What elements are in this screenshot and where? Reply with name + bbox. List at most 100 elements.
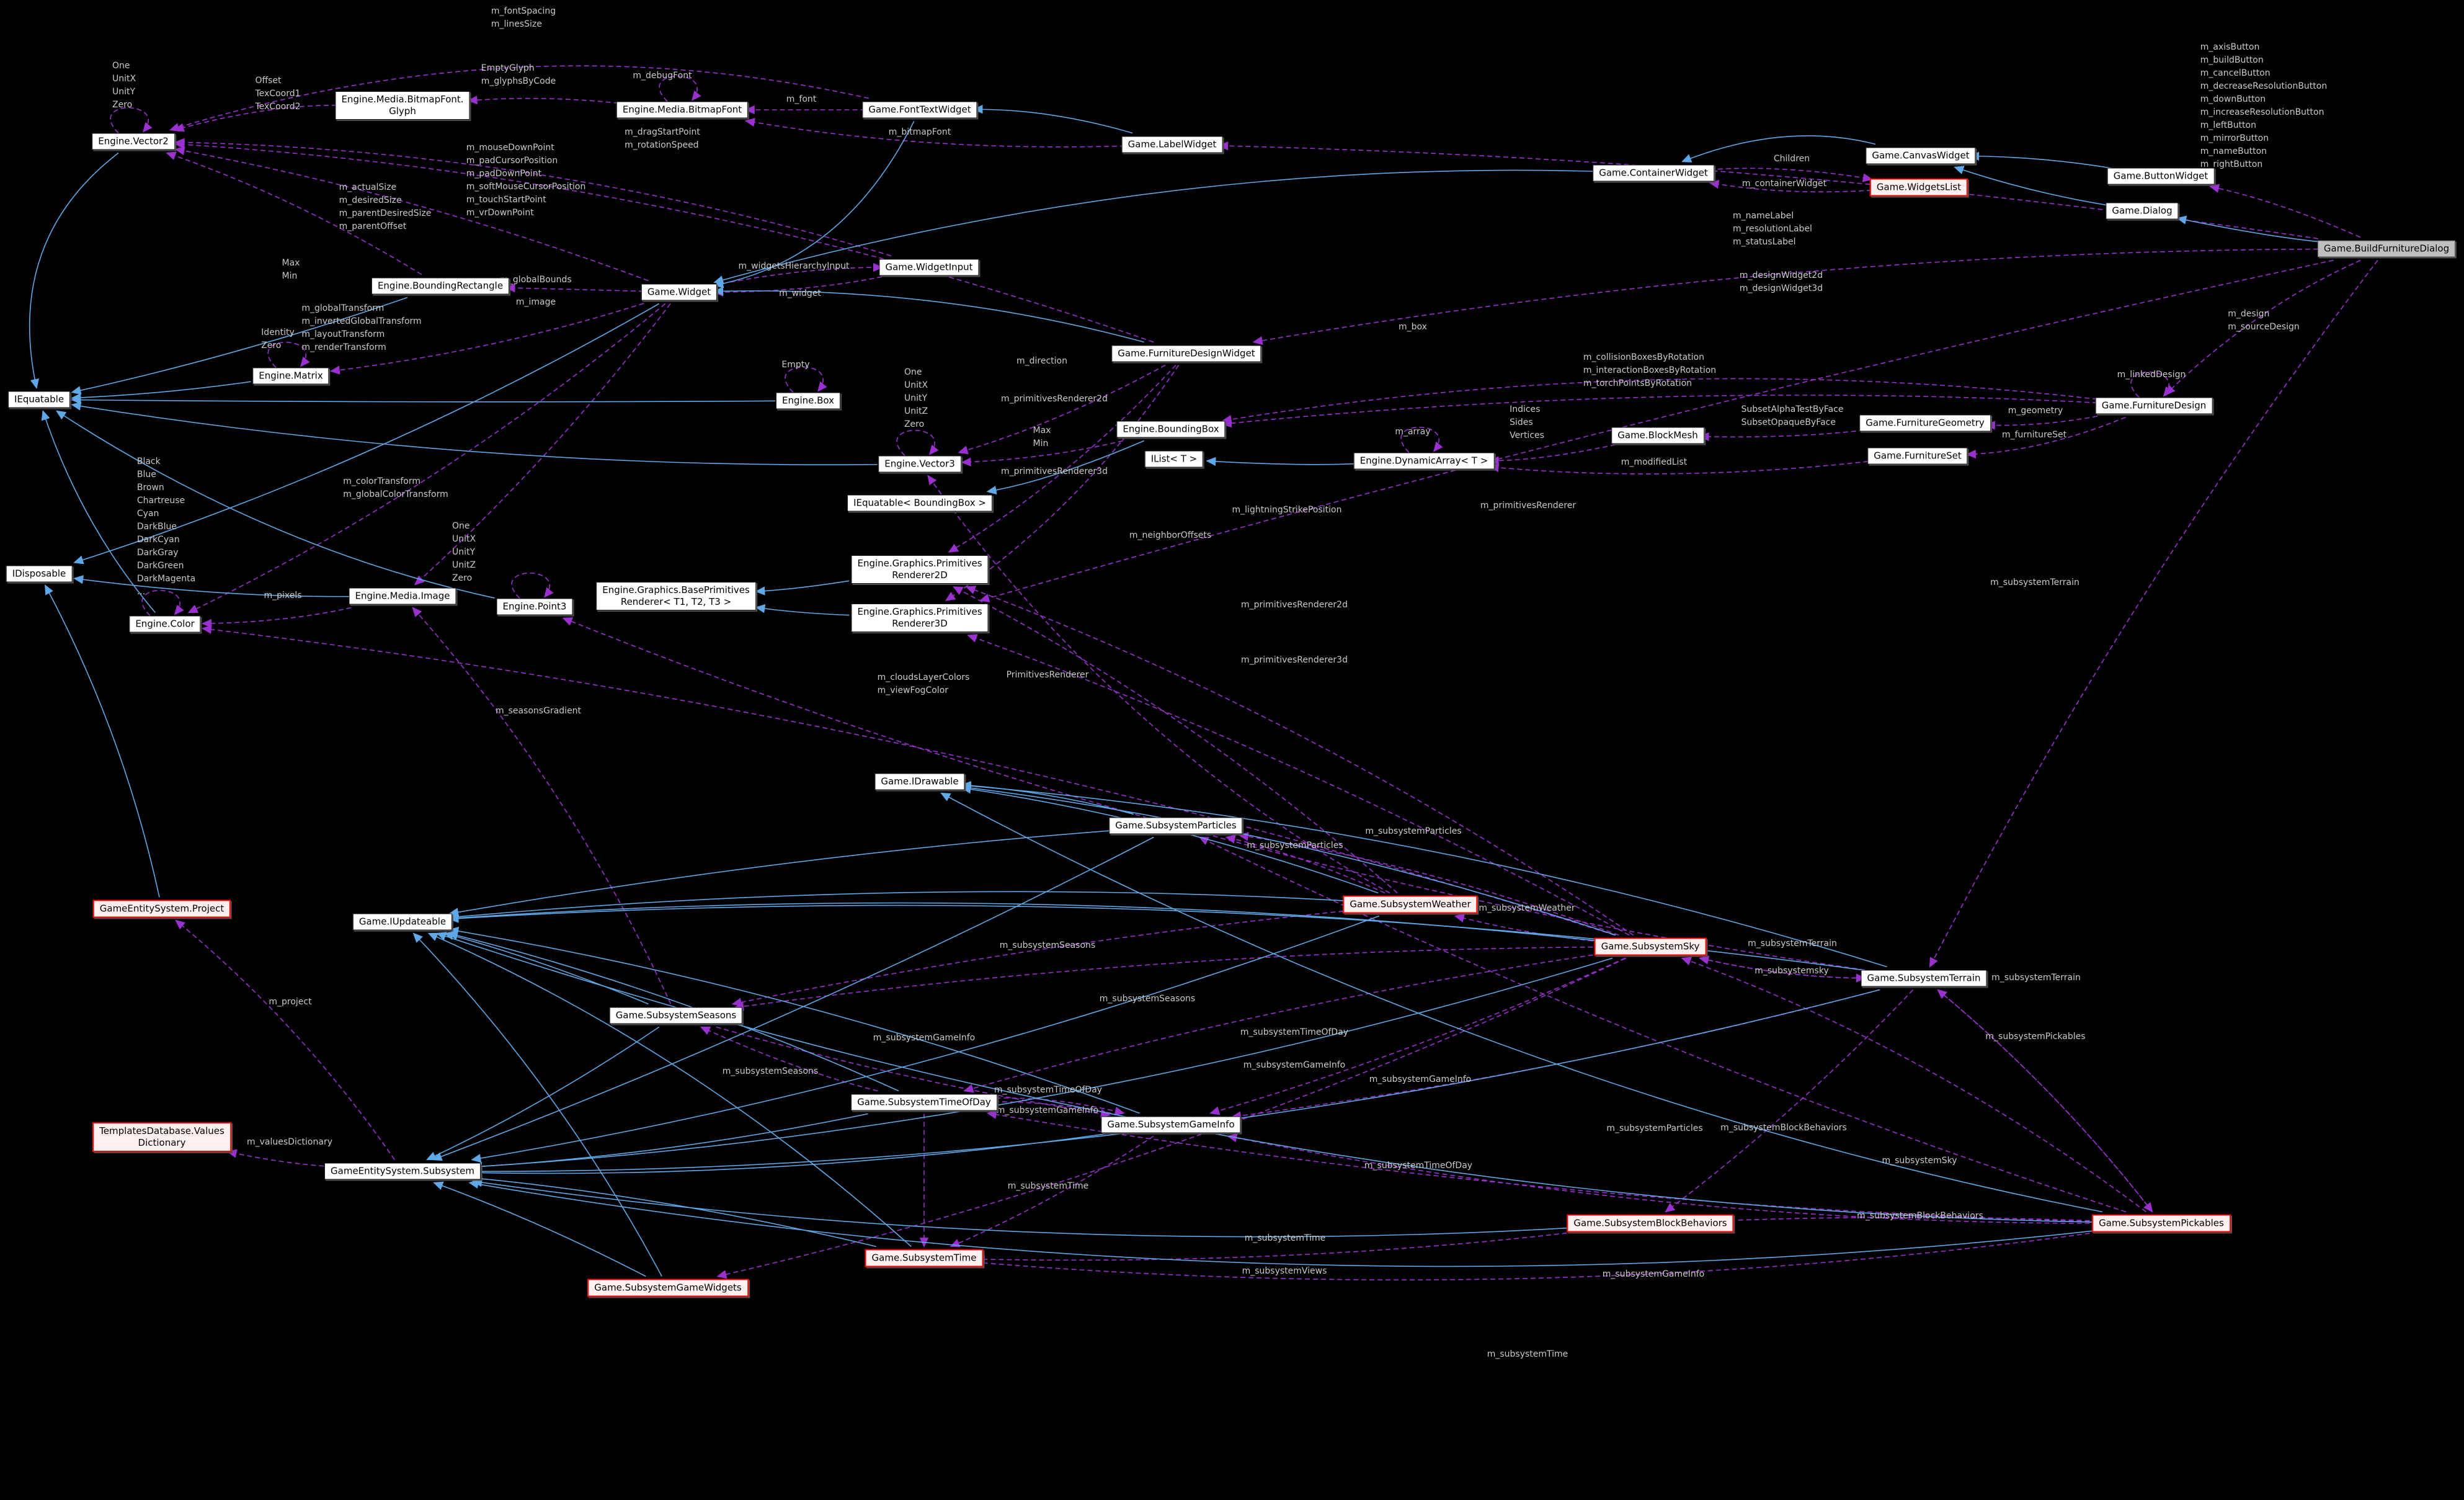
class-node-label: Game.IDrawable: [881, 775, 959, 787]
class-node-image[interactable]: Engine.Media.Image: [349, 587, 456, 605]
class-node-weather[interactable]: Game.SubsystemWeather: [1343, 895, 1478, 914]
class-node-idrawable[interactable]: Game.IDrawable: [874, 773, 965, 790]
class-node-furnituregeometry[interactable]: Game.FurnitureGeometry: [1859, 414, 1991, 432]
class-node-label: Engine.Media.Image: [355, 590, 450, 602]
class-node-buildfurnituredialog[interactable]: Game.BuildFurnitureDialog: [2317, 240, 2456, 257]
self-usage-edge: [511, 573, 554, 599]
usage-edge: [965, 586, 1634, 936]
class-node-furnituredesignwidget[interactable]: Game.FurnitureDesignWidget: [1111, 345, 1261, 362]
class-node-point3[interactable]: Engine.Point3: [496, 598, 573, 615]
edge-label: m_subsystemGameInfo: [1602, 1269, 1705, 1279]
usage-edge: [202, 625, 1615, 936]
class-node-containerwidget[interactable]: Game.ContainerWidget: [1593, 164, 1714, 182]
class-node-project[interactable]: GameEntitySystem.Project: [92, 900, 231, 918]
usage-edge: [202, 607, 352, 628]
edge-label: PrimitivesRenderer: [1006, 670, 1089, 680]
edge-label: Offset TexCoord1 TexCoord2: [255, 76, 301, 112]
usage-edge: [987, 1097, 1125, 1116]
inheritance-edge: [755, 604, 850, 616]
class-node-label: Game.FurnitureDesignWidget: [1118, 347, 1255, 359]
class-node-furnituredesign[interactable]: Game.FurnitureDesign: [2095, 397, 2213, 414]
class-node-ilist[interactable]: IList< T >: [1144, 450, 1204, 468]
class-node-label: Game.WidgetsList: [1876, 181, 1962, 193]
class-node-fonttextwidget[interactable]: Game.FontTextWidget: [862, 101, 977, 118]
class-node-label: Engine.Box: [781, 395, 835, 406]
class-node-furnitureset[interactable]: Game.FurnitureSet: [1867, 447, 1968, 465]
inheritance-edge: [471, 915, 1380, 1163]
usage-edge: [1985, 416, 2098, 430]
class-node-timeofday[interactable]: Game.SubsystemTimeOfDay: [851, 1094, 997, 1111]
class-node-label: Game.SubsystemWeather: [1350, 898, 1471, 910]
class-node-seasons[interactable]: Game.SubsystemSeasons: [609, 1007, 743, 1024]
usage-edge: [1724, 1215, 2098, 1225]
class-node-gameinfo[interactable]: Game.SubsystemGameInfo: [1101, 1116, 1241, 1133]
class-node-bitmapfont[interactable]: Engine.Media.BitmapFont: [616, 101, 749, 118]
class-node-gamewidgets[interactable]: Game.SubsystemGameWidgets: [587, 1279, 749, 1297]
class-node-label: IDisposable: [12, 568, 66, 579]
inheritance-edge: [2176, 215, 2319, 243]
class-node-boundingrectangle[interactable]: Engine.BoundingRectangle: [371, 277, 510, 295]
inheritance-edge: [71, 381, 251, 403]
edge-label: One UnitX UnitY Zero: [112, 61, 136, 110]
usage-edge: [967, 634, 1630, 936]
class-node-terrain[interactable]: Game.SubsystemTerrain: [1861, 970, 1987, 987]
edge-label: m_primitivesRenderer3d: [1001, 467, 1108, 476]
edge-label: m_subsystemBlockBehaviors: [1720, 1123, 1847, 1133]
usage-edge: [979, 259, 2334, 602]
class-node-color[interactable]: Engine.Color: [129, 615, 201, 633]
self-usage-edge: [2130, 372, 2173, 398]
class-node-label: Game.FurnitureDesign: [2101, 400, 2207, 411]
class-node-vector3[interactable]: Engine.Vector3: [878, 455, 961, 473]
class-node-sky[interactable]: Game.SubsystemSky: [1594, 937, 1707, 956]
class-node-dialog[interactable]: Game.Dialog: [2106, 202, 2179, 220]
usage-edge: [166, 151, 422, 275]
usage-edge: [175, 919, 395, 1160]
edge-label: m_axisButton m_buildButton m_cancelButto…: [2200, 42, 2328, 182]
class-node-iupdateable[interactable]: Game.IUpdateable: [352, 913, 453, 931]
class-node-time[interactable]: Game.SubsystemTime: [865, 1249, 984, 1267]
class-node-box[interactable]: Engine.Box: [775, 392, 841, 409]
inheritance-edge: [472, 1174, 876, 1248]
class-node-widgetinput[interactable]: Game.WidgetInput: [879, 259, 979, 276]
class-node-matrix[interactable]: Engine.Matrix: [252, 367, 329, 385]
inheritance-edge: [448, 891, 1352, 921]
class-node-buttonwidget[interactable]: Game.ButtonWidget: [2107, 167, 2215, 185]
usage-edge: [700, 1026, 878, 1092]
edge-label: m_geometry: [2008, 406, 2063, 416]
class-node-blockmesh[interactable]: Game.BlockMesh: [1611, 427, 1704, 444]
class-node-widgetslist[interactable]: Game.WidgetsList: [1869, 178, 1968, 197]
class-node-label: GameEntitySystem.Subsystem: [331, 1165, 474, 1177]
edge-label: Identity Zero: [261, 328, 295, 350]
class-node-pickables[interactable]: Game.SubsystemPickables: [2092, 1214, 2231, 1233]
class-node-label: Game.BuildFurnitureDialog: [2323, 243, 2450, 254]
class-node-iequatablebb[interactable]: IEquatable< BoundingBox >: [847, 494, 992, 512]
inheritance-edge: [432, 836, 1154, 1161]
class-node-idisposable[interactable]: IDisposable: [6, 565, 73, 583]
class-node-particles[interactable]: Game.SubsystemParticles: [1109, 817, 1243, 834]
edge-label: m_subsystemTerrain: [1990, 578, 2079, 587]
class-node-iequatable[interactable]: IEquatable: [7, 391, 71, 408]
edge-label: m_direction: [1016, 356, 1067, 366]
inheritance-edge: [472, 1113, 868, 1171]
class-node-canvaswidget[interactable]: Game.CanvasWidget: [1866, 147, 1976, 164]
usage-edge: [1454, 914, 1601, 942]
class-node-glyph[interactable]: Engine.Media.BitmapFont.Glyph: [335, 91, 470, 120]
class-node-labelwidget[interactable]: Game.LabelWidget: [1121, 136, 1223, 153]
class-node-label: Game.LabelWidget: [1127, 138, 1217, 150]
usage-edge: [1209, 957, 1626, 1115]
class-node-vector2[interactable]: Engine.Vector2: [92, 133, 175, 150]
edge-label: m_subsystemTimeOfDay: [1364, 1161, 1473, 1171]
class-node-widget[interactable]: Game.Widget: [641, 283, 718, 301]
class-node-subsystem[interactable]: GameEntitySystem.Subsystem: [324, 1163, 481, 1180]
class-node-blockbehaviors[interactable]: Game.SubsystemBlockBehaviors: [1567, 1214, 1734, 1233]
inheritance-edge: [427, 932, 912, 1248]
class-node-dynamicarray[interactable]: Engine.DynamicArray< T >: [1353, 452, 1495, 470]
class-node-label: Dictionary: [138, 1137, 186, 1148]
usage-edge: [329, 303, 644, 375]
class-node-boundingbox[interactable]: Engine.BoundingBox: [1116, 421, 1225, 438]
